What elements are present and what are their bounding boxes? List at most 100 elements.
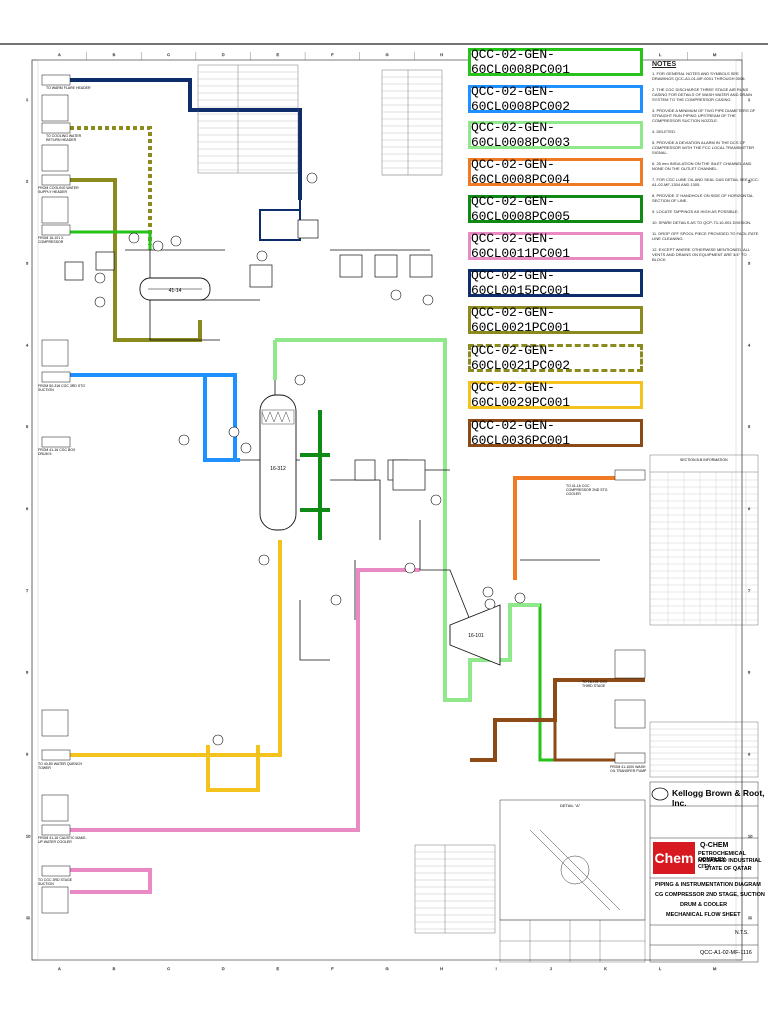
title-line-4: MECHANICAL FLOW SHEET (666, 912, 741, 918)
grid-column-label: M (713, 966, 716, 971)
legend-entry: QCC-02-GEN-60CL0015PC001 (468, 268, 643, 298)
title-block (649, 781, 759, 963)
grid-column-label: L (659, 52, 662, 57)
note-item: 11. DROP OFF SPOOL PIECE PROVIDED TO FAC… (652, 231, 759, 241)
instrument-bubble (330, 594, 342, 606)
offpage-label-left-1: TO WARM FLARE HEADER (46, 86, 91, 90)
instrument-bubble (212, 734, 224, 746)
line-0021-pc001 (70, 178, 202, 342)
grid-row-label: 8 (26, 670, 29, 675)
line-0029 (70, 540, 282, 757)
kbr-logo (651, 787, 669, 801)
instrument-bubble (294, 374, 306, 386)
grid-column-label: E (276, 966, 279, 971)
drawing-number: QCC-A1-02-MF-1116 (700, 950, 752, 956)
grid-row-label: 3 (26, 261, 29, 266)
revision-block (649, 721, 759, 778)
detail-a-label: DETAIL "A" (560, 803, 581, 808)
title-line-2: CG COMPRESSOR 2ND STAGE, SUCTION (655, 892, 765, 898)
grid-row-label: 11 (26, 915, 31, 920)
cooler-tag: 41-14 (169, 288, 182, 294)
offpage-label-right-3: FROM 41-1000 WASH OIL TRANSFER PUMP (610, 765, 647, 773)
note-item: 1. FOR GENERAL NOTES AND SYMBOLS SEE DRA… (652, 71, 746, 81)
qchem-logo: Chem (653, 842, 695, 874)
grid-row-label: 4 (748, 342, 751, 347)
offpage-label-left-3: FROM COOLING WATER SUPPLY HEADER (38, 186, 79, 194)
notes-panel: NOTES 1. FOR GENERAL NOTES AND SYMBOLS S… (652, 61, 760, 268)
instrument-bubble (94, 296, 106, 308)
instrument-bubble (240, 442, 252, 454)
note-item: 9. LOCATE TAPPINGS AS HIGH AS POSSIBLE. (652, 209, 739, 214)
offpage-label-right-2: TO 16-101 CGC THIRD STAGE (582, 680, 608, 688)
client-line-2: MESAIEED INDUSTRIAL CITY (698, 858, 762, 870)
offpage-label-left-7: TO 40-80 WATER QUENCH TOWER (38, 762, 83, 770)
legend-entry: QCC-02-GEN-60CL0029PC001 (468, 380, 643, 410)
line-0008-pc003 (275, 338, 540, 702)
legend-entry: QCC-02-GEN-60CL0021PC001 (468, 305, 643, 335)
grid-row-label: 9 (26, 751, 29, 756)
design-table-title: SECTION B-B INFORMATION (680, 458, 728, 462)
client-line-1: PETROCHEMICAL COMPLEX (698, 851, 746, 863)
line-0008-pc004 (513, 476, 645, 580)
svg-text:16-101: 16-101 (468, 633, 484, 639)
note-item: 12. EXCEPT WHERE OTHERWISE MENTIONED, AL… (652, 247, 750, 262)
note-item: 3. PROVIDE A MINIMUM OF TWO PIPE DIAMETE… (652, 108, 756, 123)
grid-column-label: D (222, 966, 225, 971)
legend-entry: QCC-02-GEN-60CL0008PC004 (468, 157, 643, 187)
instrument-bubble (484, 598, 496, 610)
line-0008-pc002 (70, 373, 237, 460)
grid-row-label: 10 (748, 833, 753, 838)
equipment-data-table-2 (381, 69, 443, 176)
offpage-label-left-9: TO CGC 3RD STAGE SUCTION (38, 878, 73, 886)
grid-column-label: A (58, 966, 61, 971)
compressor-16-101: 16-101 (449, 604, 501, 666)
legend-entry: QCC-02-GEN-60CL0008PC005 (468, 194, 643, 224)
instrument-bubble (404, 562, 416, 574)
line-0008-pc001 (70, 230, 152, 250)
grid-column-label: I (496, 966, 497, 971)
grid-column-label: K (604, 966, 607, 971)
legend-entry: QCC-02-GEN-60CL0008PC001 (468, 47, 643, 77)
offpage-label-left-6: FROM 41-16 CGC BOX DRUM 5 (38, 448, 76, 456)
grid-column-label: G (385, 966, 388, 971)
note-item: 5. PROVIDE A DEVIATION ALARM IN THE DCS … (652, 140, 755, 155)
line-0015 (70, 78, 302, 241)
equipment-data-table-3 (414, 844, 496, 934)
drum-16-312: 16-312 (259, 394, 297, 531)
detail-a (499, 799, 646, 921)
instrument-bubble (482, 586, 494, 598)
equipment-data-table-1 (197, 64, 299, 174)
grid-row-label: 1 (748, 97, 751, 102)
grid-column-label: C (167, 966, 170, 971)
grid-column-label: F (331, 52, 334, 57)
legend-entry: QCC-02-GEN-60CL0011PC001 (468, 231, 643, 261)
instrument-bubble (178, 434, 190, 446)
grid-row-label: 5 (748, 424, 751, 429)
grid-row-label: 6 (26, 506, 29, 511)
grid-row-label: 9 (748, 751, 751, 756)
note-item: 8. PROVIDE 3" HANDHOLE ON SIDE OF HORIZO… (652, 193, 754, 203)
instrument-bubble (228, 426, 240, 438)
grid-row-label: 1 (26, 97, 29, 102)
instrument-bubble (94, 272, 106, 284)
grid-row-label: 6 (748, 506, 751, 511)
grid-row-label: 7 (748, 588, 751, 593)
scale-value: N.T.S. (735, 930, 749, 936)
offpage-connectors (41, 74, 646, 914)
legend-entry: QCC-02-GEN-60CL0008PC003 (468, 120, 643, 150)
misc-boxes (64, 219, 433, 491)
grid-column-label: B (113, 52, 116, 57)
grid-column-label: L (659, 966, 662, 971)
offpage-label-left-2: TO COOLING WATER RETURN HEADER (46, 134, 82, 142)
grid-row-label: 5 (26, 424, 29, 429)
grid-column-label: C (167, 52, 170, 57)
company-name: Kellogg Brown & Root, Inc. (672, 788, 765, 808)
grid-row-label: 2 (26, 179, 29, 184)
grid-column-label: M (713, 52, 716, 57)
cooler-41-14: 41-14 (139, 277, 211, 301)
instrument-bubbles (94, 172, 526, 746)
grid-ticks: AABBCCDDEEFFGGHHIIJJKKLLMM11223344556677… (26, 52, 754, 971)
grid-column-label: A (58, 52, 61, 57)
instrument-bubble (422, 294, 434, 306)
grid-column-label: G (385, 52, 388, 57)
